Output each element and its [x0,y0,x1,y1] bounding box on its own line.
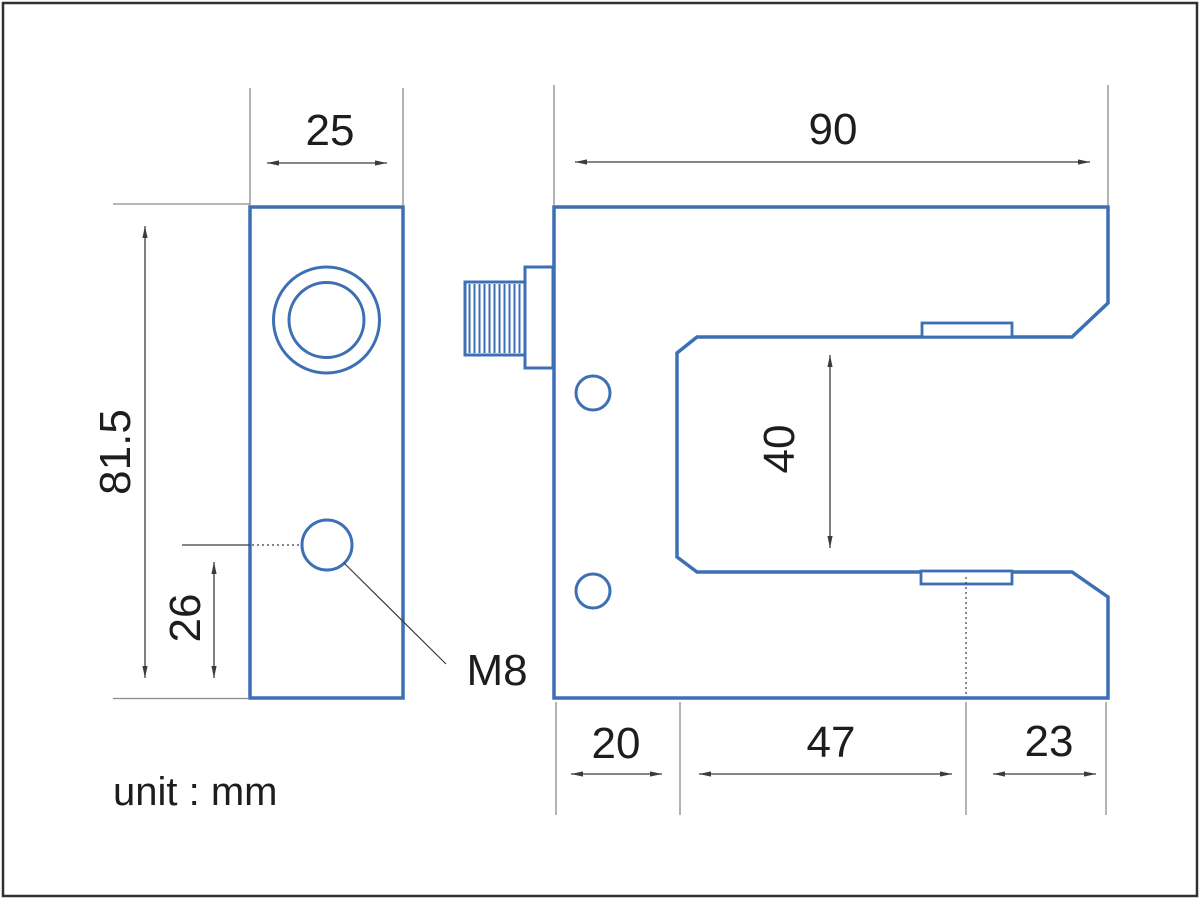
lower-indicator-circle [574,572,612,610]
u-body-outline [552,205,1110,700]
side-view-body [248,205,405,700]
connector-flange [523,265,555,370]
extension-lines [113,85,1109,815]
upper-indicator-circle [574,374,612,412]
left-arm-thickness-label: 20 [591,719,641,768]
unit-note: unit : mm [113,770,278,814]
reference-lines [182,544,967,697]
right-arm-thickness-label: 23 [1024,717,1074,766]
overall-height-label: 81.5 [91,409,140,495]
m8-leader-line [343,562,447,665]
thread-size-label: M8 [466,646,528,695]
slot-height-label: 40 [755,424,804,474]
body-width-label: 90 [808,105,858,154]
slot-depth-label: 47 [806,718,856,767]
side-view [248,205,405,700]
dimension-lines [142,159,1096,777]
hole-offset-label: 26 [161,593,210,643]
mounting-hole-circle [300,518,354,572]
front-view [463,205,1110,700]
upper-optical-window [920,321,1014,339]
lens-outer-circle [272,265,381,375]
lens-inner-circle [287,281,366,359]
connector-thread-lines [468,284,521,353]
bracket-width-label: 25 [305,106,355,155]
